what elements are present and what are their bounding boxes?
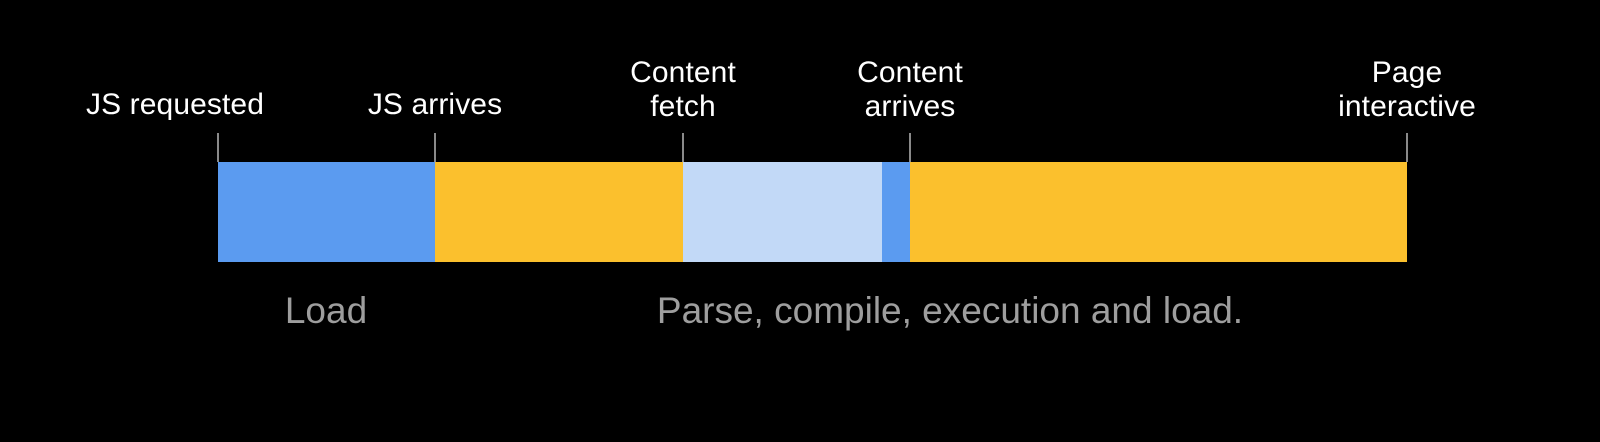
marker-label-js-arrives: JS arrives	[367, 88, 503, 121]
timeline-segment-content-fetch-wait	[683, 162, 882, 262]
timeline-segment-content-download	[882, 162, 910, 262]
phase-caption-load: Load	[284, 290, 368, 331]
phase-caption-execute: Parse, compile, execution and load.	[656, 290, 1244, 331]
tick-content-arrives	[909, 133, 911, 162]
marker-label-content-arrives: Content arrives	[857, 56, 963, 123]
tick-content-fetch	[682, 133, 684, 162]
timeline-segment-js-parse-compile	[435, 162, 683, 262]
marker-label-content-fetch: Content fetch	[630, 56, 736, 123]
timeline-segment-js-download	[218, 162, 435, 262]
timeline-bar	[218, 162, 1407, 262]
tick-js-arrives	[434, 133, 436, 162]
tick-js-requested	[217, 133, 219, 162]
marker-label-page-interactive: Page interactive	[1338, 56, 1476, 123]
marker-label-js-requested: JS requested	[86, 88, 264, 121]
tick-page-interactive	[1406, 133, 1408, 162]
timeline-segment-content-execute	[910, 162, 1407, 262]
